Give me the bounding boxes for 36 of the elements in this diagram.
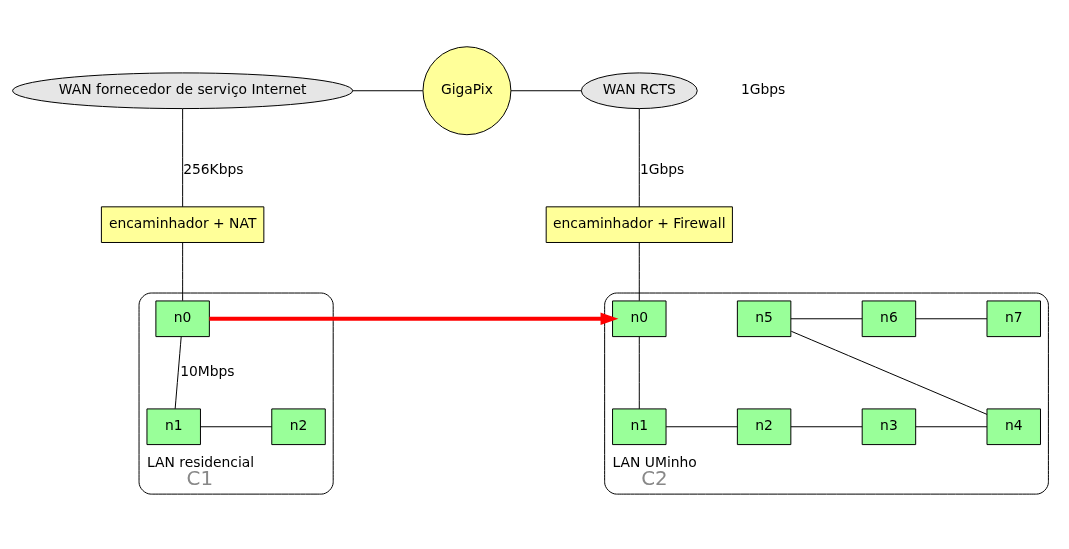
label: 1Gbps (740, 81, 786, 98)
node-box: n1 (612, 408, 667, 446)
node-box: n6 (861, 300, 917, 338)
node-box: n0 (155, 300, 210, 338)
node-box: n7 (986, 300, 1041, 338)
node-circle: GigaPix (422, 46, 512, 136)
edge-label: 256Kbps (183, 161, 244, 178)
node-ellipse: WAN RCTS (580, 72, 698, 110)
node-box: encaminhador + Firewall (545, 206, 733, 243)
connector (665, 426, 738, 428)
connector (915, 426, 988, 428)
connector (790, 426, 863, 428)
node-box: encaminhador + NAT (100, 206, 265, 243)
connector (174, 336, 182, 410)
connector (790, 318, 863, 320)
node-box: n5 (736, 300, 792, 338)
connector (352, 90, 424, 92)
connector (638, 336, 640, 410)
arrow (209, 312, 619, 326)
node-box: n3 (861, 408, 917, 446)
connector (200, 426, 273, 428)
connector (510, 90, 582, 92)
node-box: n2 (736, 408, 792, 446)
connector (638, 108, 640, 208)
edge-label: 10Mbps (180, 363, 235, 380)
edge-label: 1Gbps (639, 161, 685, 178)
connector (638, 242, 640, 302)
node-box: n4 (986, 408, 1041, 446)
connector (182, 242, 184, 302)
connector (790, 330, 988, 415)
node-box: n1 (146, 408, 201, 446)
connector (182, 108, 184, 208)
node-box: n0 (612, 300, 667, 338)
node-ellipse: WAN fornecedor de serviço Internet (12, 72, 354, 110)
connector (915, 318, 988, 320)
node-box: n2 (271, 408, 326, 446)
